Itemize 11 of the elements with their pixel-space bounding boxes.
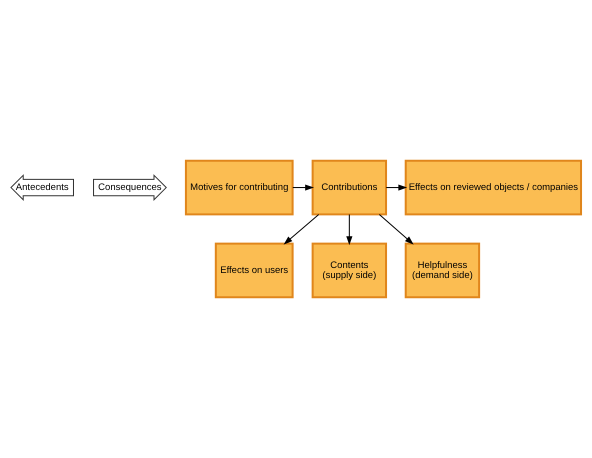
node-box: Effects on reviewed objects / companies (404, 160, 582, 216)
node-box: Effects on users (214, 242, 294, 298)
arrow (292, 184, 314, 191)
node-box: Contents (supply side) (312, 242, 388, 298)
arrow (346, 214, 352, 246)
arrow (284, 214, 320, 245)
node-box: Helpfulness (demand side) (404, 242, 480, 298)
arrow (378, 214, 414, 245)
node-box: Contributions (312, 160, 388, 216)
node-box: Motives for contributing (184, 160, 294, 216)
arrow (386, 184, 408, 191)
